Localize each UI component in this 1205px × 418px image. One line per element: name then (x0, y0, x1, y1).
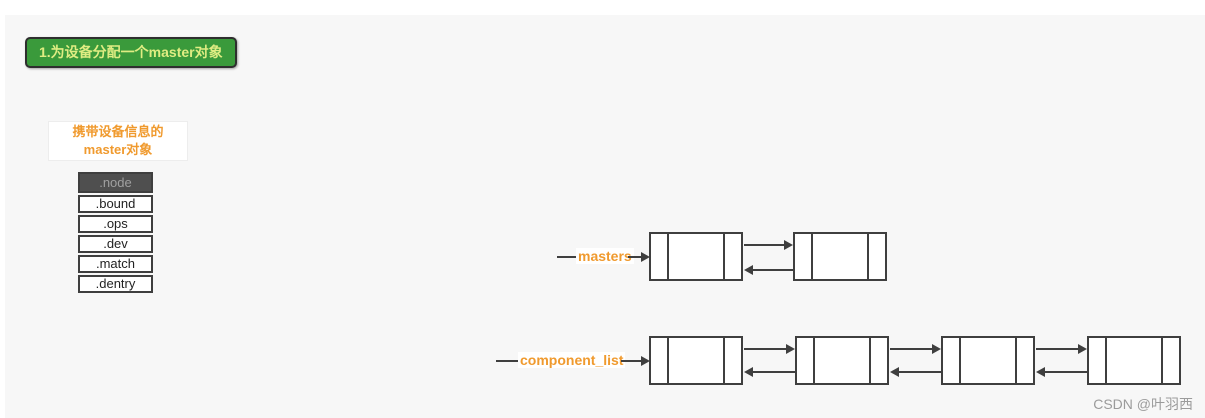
node-cell-divider (667, 234, 669, 279)
step-badge: 1.为设备分配一个master对象 (25, 37, 237, 68)
next-pointer-line (890, 348, 932, 350)
caption-line-1: 携带设备信息的 (72, 124, 164, 140)
arrow-left-icon (744, 367, 753, 377)
prev-pointer-line (899, 371, 941, 373)
prev-pointer-line (1045, 371, 1087, 373)
arrow-right-icon (786, 344, 795, 354)
component-list-node (795, 336, 889, 385)
arrow-left-icon (890, 367, 899, 377)
node-cell-divider (1015, 338, 1017, 383)
node-cell-divider (869, 338, 871, 383)
arrow-left-icon (744, 265, 753, 275)
node-cell-divider (813, 338, 815, 383)
node-cell-divider (1105, 338, 1107, 383)
next-pointer-line (744, 244, 785, 246)
masters-label: masters (576, 248, 634, 264)
masters-list-node (793, 232, 887, 281)
struct-field-header: .node (78, 172, 153, 193)
arrow-right-icon (641, 356, 650, 366)
prev-pointer-line (753, 269, 793, 271)
masters-pointer-line (557, 256, 579, 258)
component-list-node (941, 336, 1035, 385)
struct-field-row: .bound (78, 195, 153, 213)
arrow-right-icon (641, 252, 650, 262)
node-cell-divider (867, 234, 869, 279)
arrow-right-icon (784, 240, 793, 250)
caption-line-2: master对象 (83, 142, 153, 157)
struct-field-row: .match (78, 255, 153, 273)
node-cell-divider (723, 234, 725, 279)
node-cell-divider (723, 338, 725, 383)
master-struct-table: .node .bound .ops .dev .match .dentry (78, 172, 153, 293)
struct-field-row: .dentry (78, 275, 153, 293)
watermark: CSDN @叶羽西 (1093, 396, 1193, 412)
node-cell-divider (1161, 338, 1163, 383)
struct-field-row: .ops (78, 215, 153, 233)
master-object-caption: 携带设备信息的 master对象 (48, 121, 188, 161)
arrow-right-icon (932, 344, 941, 354)
component-list-pointer-line (496, 360, 522, 362)
masters-list-node (649, 232, 743, 281)
node-cell-divider (667, 338, 669, 383)
component-list-pointer-line (621, 360, 642, 362)
node-cell-divider (811, 234, 813, 279)
arrow-left-icon (1036, 367, 1045, 377)
node-cell-divider (959, 338, 961, 383)
component-list-node (649, 336, 743, 385)
next-pointer-line (1036, 348, 1078, 350)
component-list-node (1087, 336, 1181, 385)
arrow-right-icon (1078, 344, 1087, 354)
prev-pointer-line (753, 371, 795, 373)
masters-pointer-line (628, 256, 642, 258)
next-pointer-line (744, 348, 786, 350)
struct-field-row: .dev (78, 235, 153, 253)
component-list-label: component_list (518, 352, 626, 368)
